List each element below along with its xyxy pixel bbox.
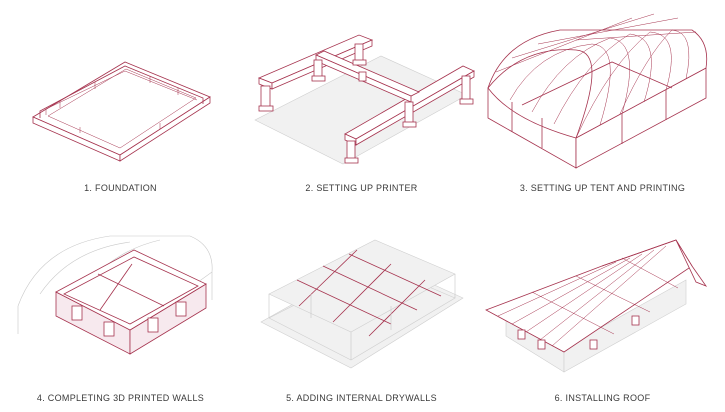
roof-illustration <box>482 206 723 386</box>
step-roof: 6. INSTALLING ROOF <box>482 206 723 412</box>
tent-illustration <box>482 0 723 180</box>
walls-illustration <box>0 206 241 386</box>
step-caption: 3. SETTING UP TENT AND PRINTING <box>482 183 723 193</box>
printer-illustration <box>241 0 482 180</box>
step-drywalls: 5. ADDING INTERNAL DRYWALLS <box>241 206 482 412</box>
foundation-illustration <box>0 0 241 180</box>
step-printer: 2. SETTING UP PRINTER <box>241 0 482 206</box>
step-caption: 5. ADDING INTERNAL DRYWALLS <box>241 393 482 403</box>
step-foundation: 1. FOUNDATION <box>0 0 241 206</box>
step-tent: 3. SETTING UP TENT AND PRINTING <box>482 0 723 206</box>
step-walls: 4. COMPLETING 3D PRINTED WALLS <box>0 206 241 412</box>
step-caption: 1. FOUNDATION <box>0 183 241 193</box>
step-caption: 6. INSTALLING ROOF <box>482 393 723 403</box>
step-caption: 2. SETTING UP PRINTER <box>241 183 482 193</box>
drywalls-illustration <box>241 206 482 386</box>
step-caption: 4. COMPLETING 3D PRINTED WALLS <box>0 393 241 403</box>
